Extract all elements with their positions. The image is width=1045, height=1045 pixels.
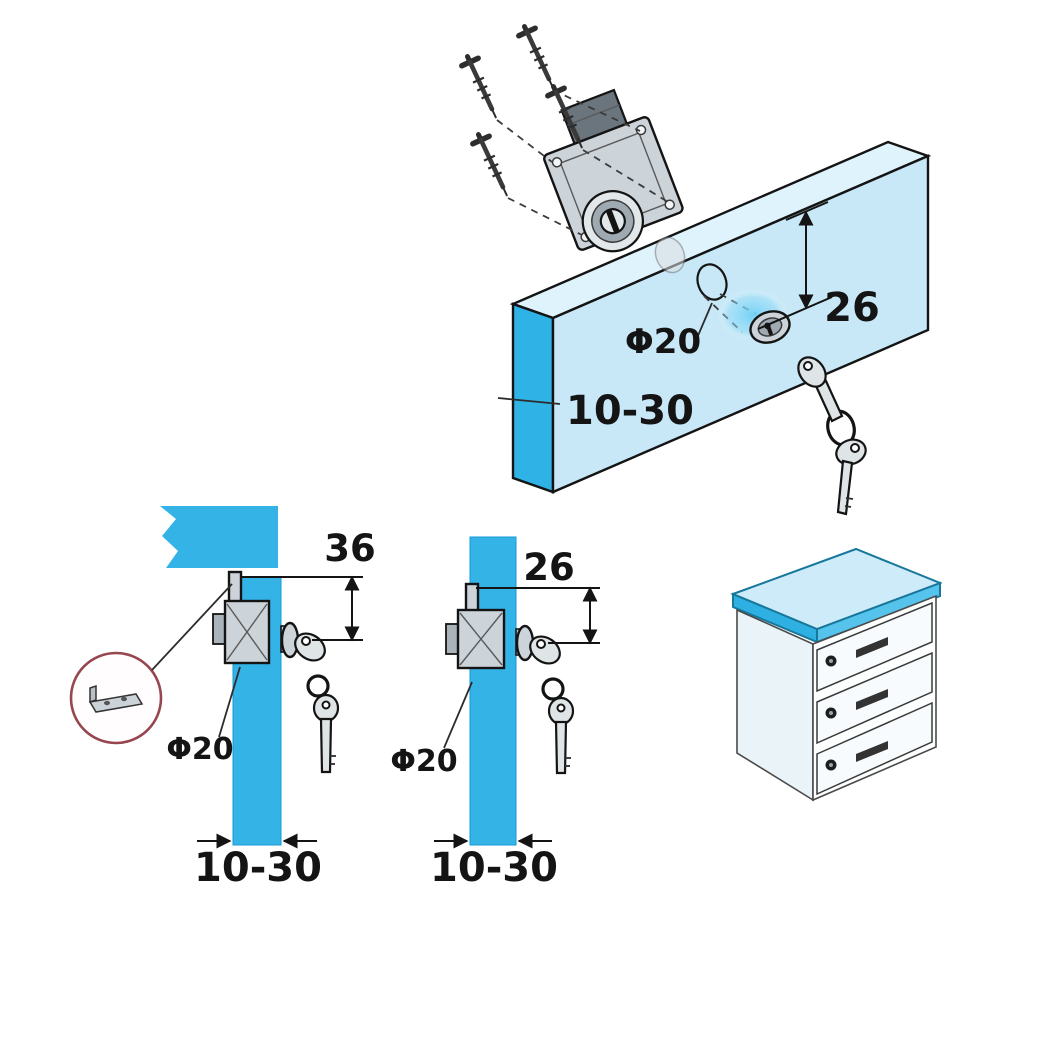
hole-diameter-label: Φ20 <box>166 732 233 767</box>
projection-line <box>719 293 757 315</box>
lock-flange <box>227 570 243 604</box>
key-blade <box>836 459 854 516</box>
screw-guide-line <box>496 119 553 163</box>
key-ring-icon <box>541 677 565 701</box>
leader-line <box>696 302 713 339</box>
key-bow-hole <box>803 361 813 371</box>
detail-leader-line <box>151 583 233 671</box>
drawer-handle <box>856 741 888 762</box>
cabinet-illustration <box>730 547 943 802</box>
cabinet-top-face <box>730 547 943 631</box>
screw-icon <box>545 84 583 149</box>
leader-line <box>497 397 561 405</box>
dimension-label: 36 <box>324 527 376 570</box>
drawer-lock-core <box>829 659 833 663</box>
key-blade <box>554 720 568 775</box>
lock-back-boss <box>445 623 459 655</box>
keyway-slot <box>606 209 620 234</box>
key-blade <box>319 717 333 774</box>
label-hole-diameter: Φ20 <box>166 666 241 767</box>
latch-bolt-line <box>567 104 620 126</box>
side-view-26: 26 Φ20 10-30 <box>390 536 600 891</box>
keyhole-slot <box>766 325 773 336</box>
bracket-flange <box>89 684 97 704</box>
screw-guide-line <box>582 149 669 203</box>
dimension-26: 26 <box>476 546 600 645</box>
hole-outline <box>696 263 728 301</box>
lock-body-detail <box>459 612 503 666</box>
key-bow-hole <box>321 700 331 710</box>
dimension-36: 36 <box>240 527 376 642</box>
screw-guide-line <box>507 197 583 236</box>
leader-line <box>443 681 473 749</box>
screw-hole <box>664 199 675 210</box>
key-notch <box>845 497 854 500</box>
cabinet-left-face <box>736 608 814 802</box>
extension-line <box>757 296 833 330</box>
drawer-handle <box>856 637 888 658</box>
keys-set-right <box>797 356 867 516</box>
lock-body-detail <box>226 603 268 661</box>
dimension-panel-26: 26 <box>757 201 880 331</box>
screw-hole <box>635 124 647 136</box>
dimension-thickness: 10-30 <box>430 833 558 891</box>
bracket-hole <box>121 696 127 702</box>
thickness-label: 10-30 <box>194 845 322 891</box>
side-view-36: 36 Φ20 10-30 <box>69 506 376 891</box>
leader-line <box>218 666 241 738</box>
bracket-hole <box>104 700 110 706</box>
strike-bracket <box>88 693 144 713</box>
label-hole-diameter: Φ20 <box>390 681 473 779</box>
hole-diameter-label: Φ20 <box>625 322 701 362</box>
hole-diameter-label: Φ20 <box>390 744 457 779</box>
label-hole-diameter-panel: Φ20 <box>625 302 713 362</box>
drawer-lock-core <box>829 711 833 715</box>
dimension-thickness: 10-30 <box>194 833 322 891</box>
screw-icon <box>459 54 497 119</box>
key-bow-hole <box>850 443 860 453</box>
keys-set <box>529 635 575 775</box>
lock-body-exploded <box>543 88 684 253</box>
side-lock <box>212 570 300 665</box>
cylinder-ghost <box>654 236 686 274</box>
panel-end-face <box>511 302 555 494</box>
thickness-label: 10-30 <box>566 388 694 434</box>
dimension-label: 26 <box>523 546 575 589</box>
exploded-view: 26 Φ20 10-30 <box>459 24 932 516</box>
dimension-label: 26 <box>824 285 880 331</box>
key-bow-hole <box>556 703 566 713</box>
screw-hole <box>551 157 563 168</box>
side-lock <box>445 582 535 670</box>
screw-icon <box>516 24 554 89</box>
label-thickness-panel: 10-30 <box>497 388 694 434</box>
thickness-label: 10-30 <box>430 845 558 891</box>
lock-back-boss <box>212 613 226 645</box>
detail-bubble <box>69 583 233 745</box>
screw-guide-line <box>552 89 641 132</box>
key-ring-icon <box>306 674 330 698</box>
key-notch <box>844 505 852 508</box>
torn-top-board <box>160 506 278 568</box>
mounting-screws <box>459 24 669 236</box>
drawer-lock-core <box>829 763 833 767</box>
screw-icon <box>470 132 508 197</box>
key-bow-hole <box>301 636 311 646</box>
keys-set <box>294 632 340 774</box>
drawer-handle <box>856 689 888 710</box>
key-bow-hole <box>536 639 546 649</box>
